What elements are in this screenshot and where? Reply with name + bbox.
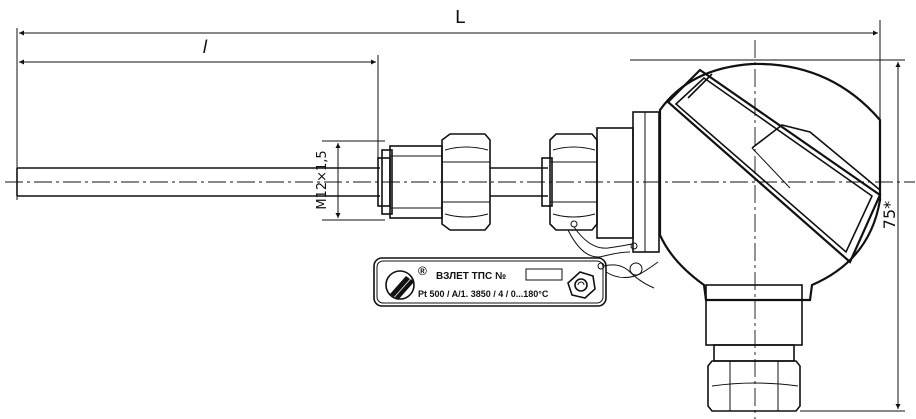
dimension-head-height: 75* — [880, 62, 901, 409]
spec-line: Pt 500 / A/1. 3850 / 4 / 0...180°C — [418, 289, 549, 299]
nameplate: ® ВЗЛЕТ ТПС № Pt 500 / A/1. 3850 / 4 / 0… — [373, 257, 607, 307]
compression-fitting — [377, 133, 491, 231]
registered-mark: ® — [418, 264, 427, 278]
seal-wire — [567, 220, 659, 289]
dimension-l: l — [19, 37, 376, 65]
dimension-l-label: l — [202, 37, 207, 58]
vzlet-logo-icon — [385, 270, 415, 300]
head-lid — [666, 68, 882, 264]
certification-mark-icon — [567, 271, 596, 299]
thread-label: M12×1,5 — [315, 150, 330, 209]
dimension-L: L — [19, 7, 878, 36]
serial-number-box — [525, 268, 563, 281]
probe-sheath — [16, 167, 548, 197]
dimension-thread: M12×1,5 — [315, 143, 341, 218]
dimension-L-label: L — [455, 7, 465, 28]
extension-lines — [16, 20, 905, 412]
model-label: ВЗЛЕТ ТПС № — [436, 271, 506, 282]
connection-head — [658, 62, 882, 412]
head-height-label: 75* — [880, 201, 899, 229]
